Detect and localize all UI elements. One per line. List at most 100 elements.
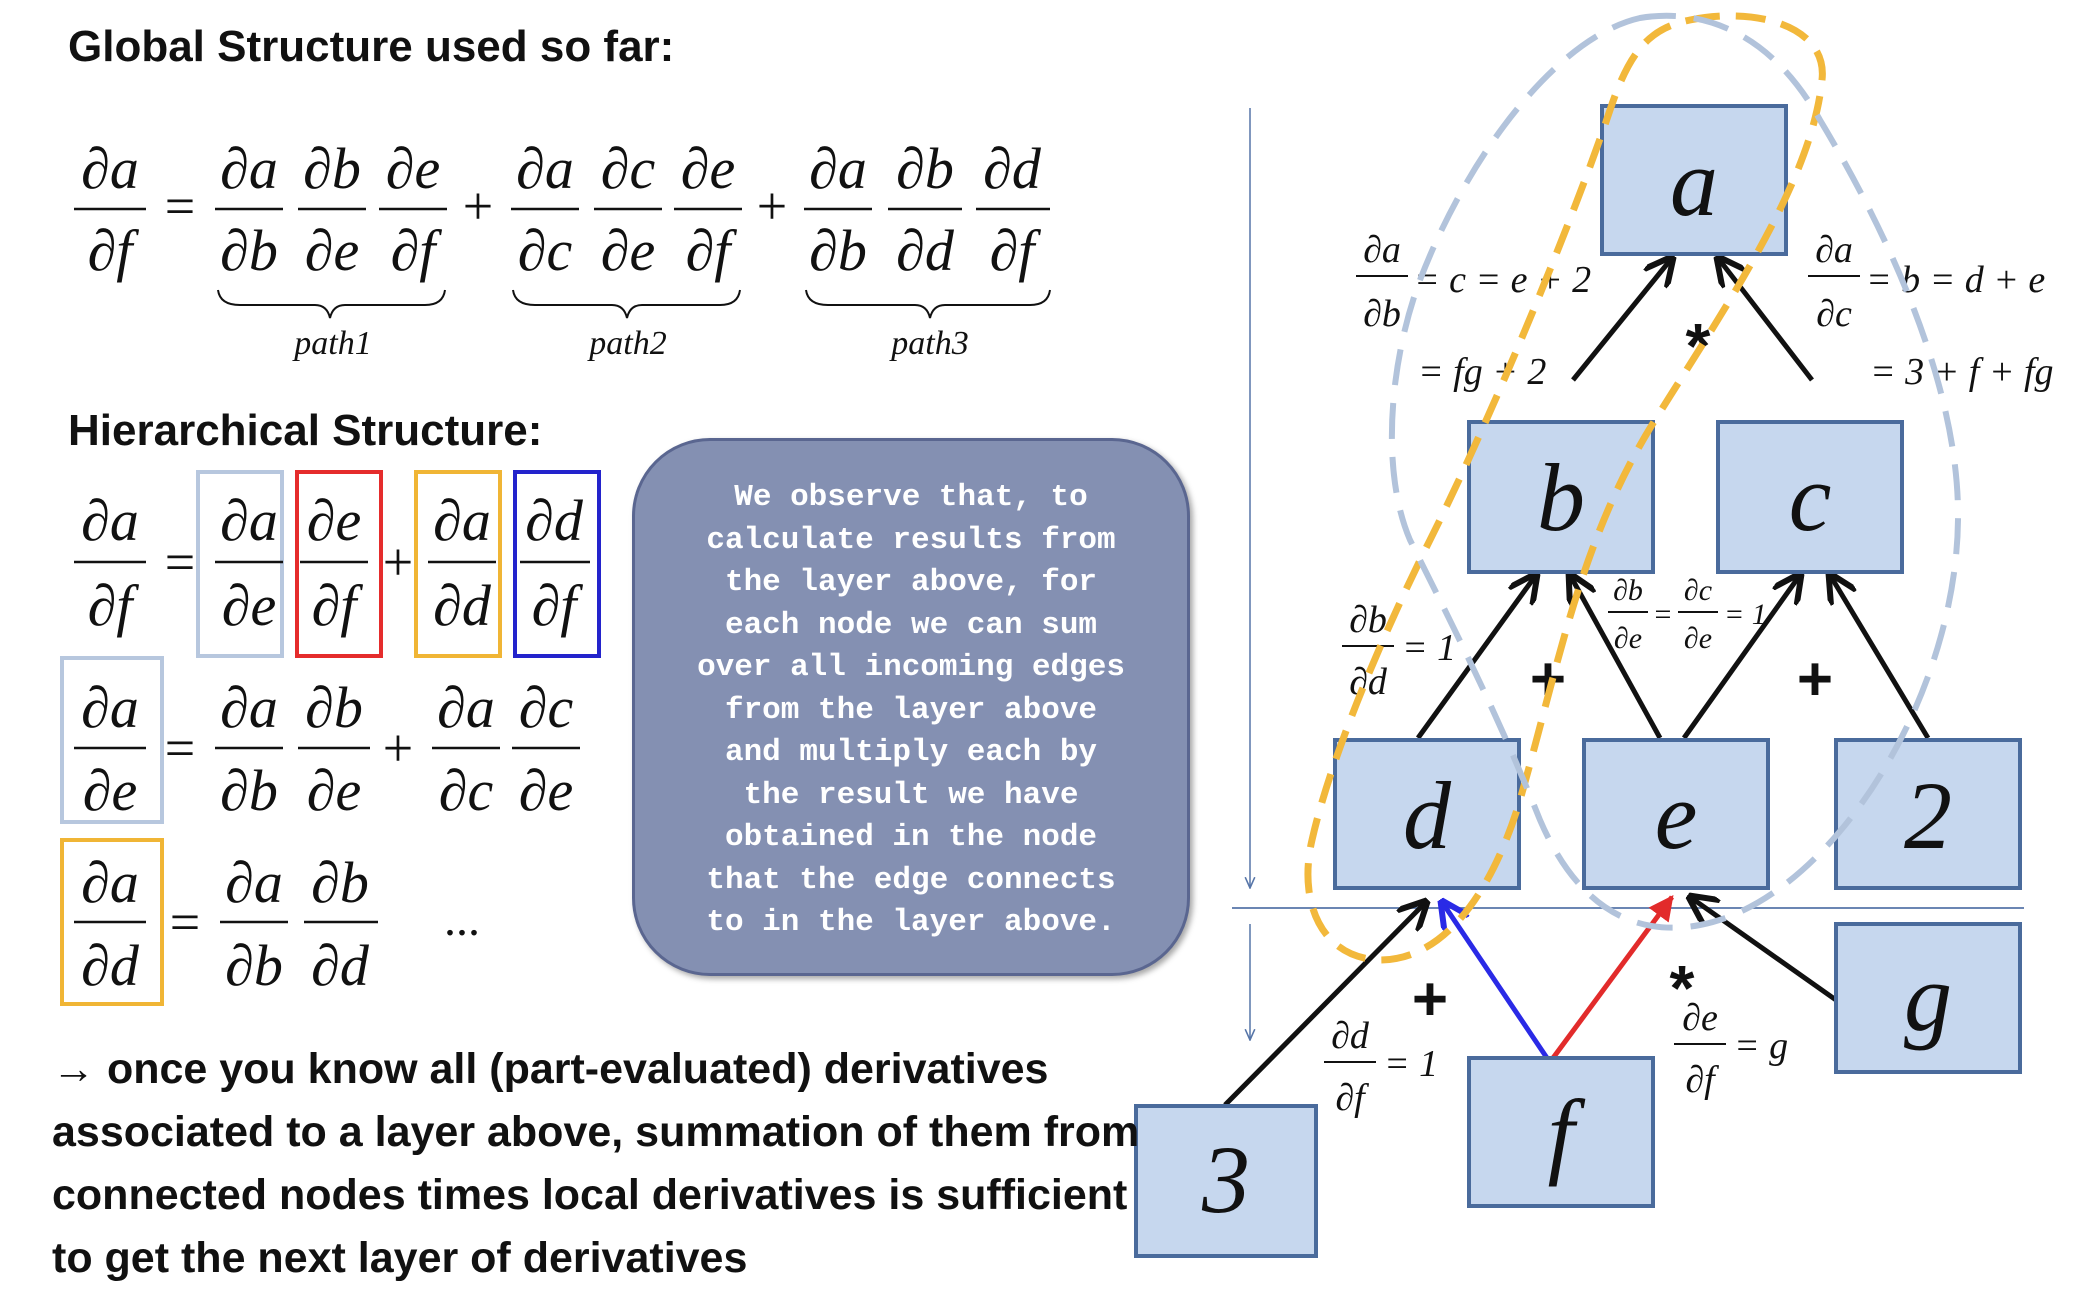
path-highlight-orange <box>1304 12 1826 964</box>
derivative-value: = fg + 2 <box>1418 351 1546 393</box>
path1-label: path1 <box>292 325 371 362</box>
annotation-db-dd: ∂b ∂d = 1 <box>1342 599 1456 703</box>
fraction-denominator: ∂e <box>305 218 359 283</box>
annotation-de-df: ∂e ∂f = g <box>1674 997 1788 1101</box>
path3-term-group: ∂a ∂b ∂b ∂d ∂d ∂f path3 <box>804 136 1051 362</box>
annotation-da-db: ∂a ∂b = c = e + 2 = fg + 2 <box>1356 229 1591 393</box>
edge-e-to-c <box>1681 575 1800 740</box>
derivative-value: = g <box>1734 1025 1788 1067</box>
fraction-denominator: ∂b <box>220 758 278 823</box>
annotation-da-dc: ∂a ∂c = b = d + e = 3 + f + fg <box>1808 229 2054 393</box>
fraction-numerator: ∂a <box>220 136 278 201</box>
fraction-denominator: ∂f <box>88 218 140 283</box>
fraction-denominator: ∂e <box>601 218 655 283</box>
equals-sign: = <box>165 532 195 592</box>
plus-sign: + <box>383 718 413 778</box>
node-label: d <box>1403 762 1452 869</box>
fraction-numerator: ∂e <box>1682 997 1718 1039</box>
edge-three-to-d <box>1223 902 1426 1107</box>
fraction-denominator: ∂b <box>225 933 283 998</box>
edge-f-to-d <box>1442 902 1550 1060</box>
derivative-value: = c = e + 2 <box>1414 259 1591 301</box>
fraction-denominator: ∂e <box>83 758 137 823</box>
fraction-denominator: ∂b <box>1363 293 1401 335</box>
fraction-numerator: ∂a <box>1363 229 1401 271</box>
ellipsis: ... <box>444 893 480 946</box>
path2-label: path2 <box>587 325 666 362</box>
fraction-denominator: ∂f <box>1335 1077 1369 1119</box>
global-lhs-fraction: ∂a ∂f <box>74 136 146 283</box>
fraction-denominator: ∂e <box>307 758 361 823</box>
highlight-box-orange <box>60 838 164 1006</box>
edge-b-to-a <box>1571 258 1672 382</box>
fraction-numerator: ∂c <box>601 136 656 201</box>
equals-sign: = <box>165 718 195 778</box>
hierarchical-formula-1: ∂a ∂f = ∂a ∂e ∂e ∂f + ∂a ∂d ∂d ∂f <box>74 470 601 658</box>
fraction-denominator: ∂f <box>312 573 364 638</box>
hierarchical-formula-3: ∂a ∂d = ∂a ∂b ∂b ∂d ... <box>60 838 480 1006</box>
fraction-numerator: ∂b <box>1613 574 1643 607</box>
highlight-box-light-blue <box>60 656 164 824</box>
fraction-numerator: ∂a <box>437 675 495 740</box>
fraction-numerator: ∂b <box>303 136 361 201</box>
plus-sign: + <box>383 532 413 592</box>
derivative-value: = 1 <box>1724 598 1767 631</box>
highlight-box-blue <box>513 470 601 658</box>
fraction-denominator: ∂d <box>896 218 955 283</box>
fraction-denominator: ∂d <box>311 933 370 998</box>
fraction-denominator: ∂d <box>433 573 492 638</box>
equals-sign: = <box>1655 598 1672 631</box>
highlight-box-light-blue <box>196 470 284 658</box>
node-b: b <box>1467 420 1655 574</box>
node-e: e <box>1582 738 1770 890</box>
derivative-value: = 1 <box>1384 1043 1438 1085</box>
multiply-operator: * <box>1670 952 1695 1024</box>
node-g: g <box>1834 922 2022 1074</box>
plus-operator: + <box>1412 965 1448 1034</box>
fraction-numerator: ∂d <box>983 136 1042 201</box>
fraction-denominator: ∂f <box>990 218 1042 283</box>
conclusion-text: → once you know all (part-evaluated) der… <box>52 1045 1140 1282</box>
fraction-denominator: ∂c <box>439 758 494 823</box>
edge-two-to-c <box>1830 575 1931 740</box>
fraction-numerator: ∂a <box>220 675 278 740</box>
fraction-numerator: ∂a <box>81 488 139 553</box>
fraction-numerator: ∂e <box>307 488 361 553</box>
explanation-callout: We observe that, to calculate results fr… <box>632 438 1190 976</box>
node-three: 3 <box>1134 1104 1318 1258</box>
equals-sign: = <box>170 892 200 952</box>
path2-term-group: ∂a ∂c ∂c ∂e ∂e ∂f path2 <box>511 136 742 362</box>
fraction-numerator: ∂a <box>433 488 491 553</box>
annotation-db-de-dc-de: ∂b ∂e = ∂c ∂e = 1 <box>1608 574 1767 655</box>
plus-operator: + <box>1797 645 1833 714</box>
fraction-denominator: ∂b <box>220 218 278 283</box>
highlight-box-red <box>295 470 383 658</box>
node-label: e <box>1655 762 1698 869</box>
node-label: g <box>1904 944 1952 1051</box>
fraction-numerator: ∂a <box>225 850 283 915</box>
fraction-numerator: ∂a <box>1815 229 1853 271</box>
hierarchical-structure-heading: Hierarchical Structure: <box>68 406 543 455</box>
fraction-numerator: ∂a <box>81 675 139 740</box>
computation-graph: a b c d e 2 g 3 <box>1134 12 2054 1258</box>
plus-sign: + <box>463 176 493 236</box>
fraction-denominator: ∂e <box>222 573 276 638</box>
highlight-box-orange <box>414 470 502 658</box>
fraction-numerator: ∂e <box>681 136 735 201</box>
fraction-numerator: ∂a <box>81 136 139 201</box>
fraction-denominator: ∂f <box>88 573 140 638</box>
fraction-denominator: ∂f <box>1685 1059 1719 1101</box>
fraction-denominator: ∂d <box>81 933 140 998</box>
fraction-numerator: ∂b <box>1349 599 1387 641</box>
fraction-numerator: ∂b <box>305 675 363 740</box>
equals-sign: = <box>165 176 195 236</box>
fraction-denominator: ∂c <box>518 218 573 283</box>
fraction-numerator: ∂a <box>516 136 574 201</box>
node-label: 3 <box>1201 1126 1250 1233</box>
edge-f-to-e <box>1550 894 1675 1060</box>
fraction-denominator: ∂f <box>686 218 738 283</box>
path-highlight-blue <box>1388 12 1962 931</box>
node-label: a <box>1670 129 1718 236</box>
edge-e-to-b <box>1570 575 1663 740</box>
